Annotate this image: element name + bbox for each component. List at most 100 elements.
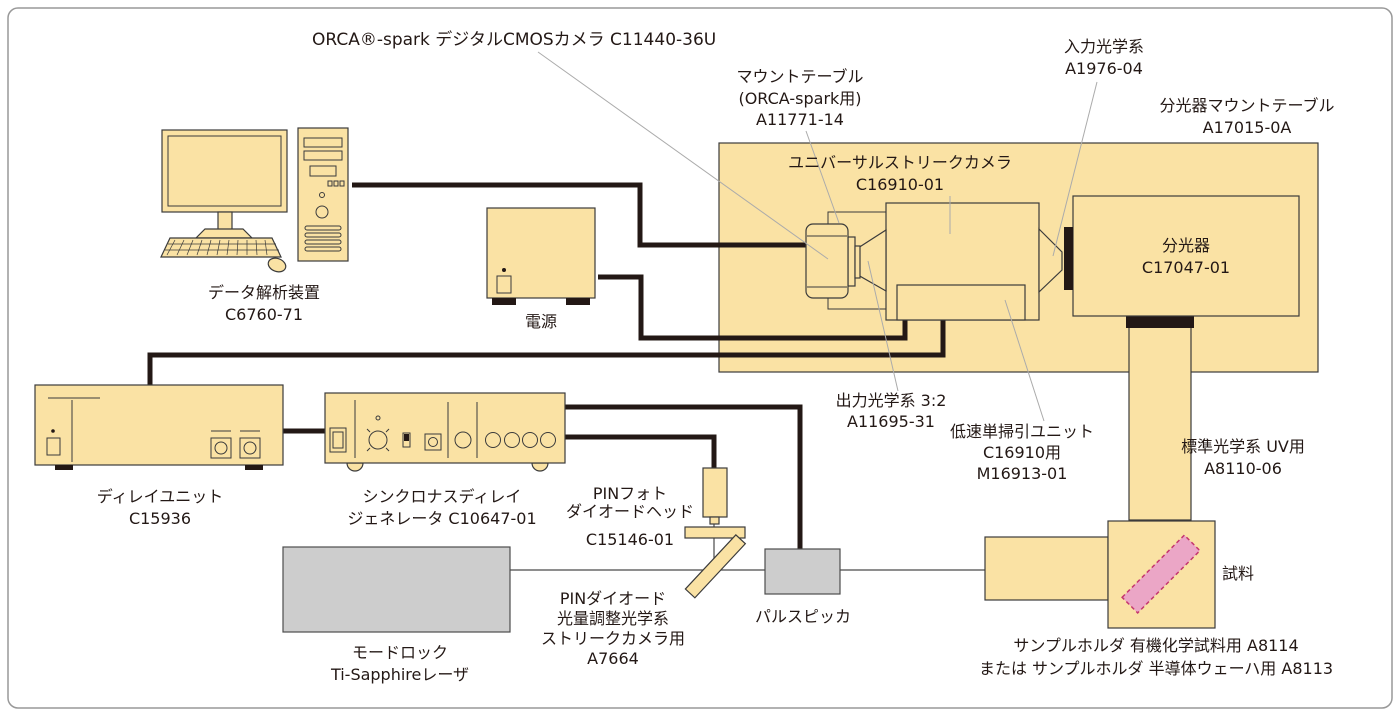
tower-vent-4 <box>304 246 342 252</box>
generator-square-connector <box>424 433 442 451</box>
label-output-optics-2: A11695-31 <box>847 412 935 431</box>
generator-power-switch-inner <box>332 431 344 449</box>
power-supply-switch <box>496 275 512 294</box>
delay-unit-connector-1 <box>210 437 232 459</box>
tower-drive-bay-1 <box>303 137 343 148</box>
label-slow-sweep-1: 低速単掃引ユニット <box>950 422 1094 441</box>
label-pin-diode-1: PINダイオード <box>560 589 666 608</box>
label-pulse-picker: パルスピッカ <box>755 607 851 626</box>
camera-lens-ring-inner <box>854 245 861 279</box>
tower <box>297 127 349 262</box>
computer-group <box>160 127 349 273</box>
label-standard-optics-2: A8110-06 <box>1204 459 1282 478</box>
cable-power-to-streak <box>598 274 908 341</box>
delay-unit-led <box>51 429 55 433</box>
delay-unit-connector-2 <box>239 437 261 459</box>
label-pin-diode-3: ストリークカメラ用 <box>541 629 685 648</box>
pointer-slow-sweep <box>1004 299 1045 422</box>
tower-io-panel <box>309 165 337 177</box>
label-sample-holder-1: サンプルホルダ 有機化学試料用 A8114 <box>1013 636 1298 655</box>
delay-unit-connector-1-pin <box>214 441 228 455</box>
pointer-mount-table <box>805 130 840 224</box>
label-sync-delay-2: ジェネレータ C10647-01 <box>347 509 536 528</box>
label-mount-table-3: A11771-14 <box>756 110 844 129</box>
generator-box <box>324 392 566 464</box>
power-supply-led <box>502 268 506 272</box>
power-supply-group <box>486 207 596 305</box>
streak-camera-assembly <box>805 202 1073 321</box>
sync-delay-generator-group <box>324 392 566 472</box>
label-orca-camera: ORCA®-spark デジタルCMOSカメラ C11440-36U <box>312 29 716 50</box>
generator-connector-2 <box>504 432 520 448</box>
monitor-base <box>194 228 254 239</box>
cable-generator-to-pulse-picker <box>563 404 803 551</box>
tower-port-2 <box>333 180 339 187</box>
pointer-input-optics <box>1052 81 1098 257</box>
label-streak-camera-2: C16910-01 <box>856 175 944 194</box>
monitor-stand <box>217 211 233 231</box>
label-input-optics-2: A1976-04 <box>1065 59 1143 78</box>
label-spectrometer-1: 分光器 <box>1162 236 1210 255</box>
tower-vent-1 <box>304 225 342 231</box>
power-supply-box <box>486 207 596 299</box>
generator-toggle <box>402 432 411 448</box>
camera-lens-ring-outer <box>847 236 856 287</box>
label-laser-2: Ti-Sapphireレーザ <box>330 665 469 684</box>
sample-plate <box>1121 534 1201 614</box>
label-pin-head-3: C15146-01 <box>586 530 674 549</box>
cable-generator-to-pin-head <box>563 434 717 470</box>
beam-splitter <box>684 533 747 599</box>
delay-unit-foot-left <box>55 465 73 470</box>
tower-power-button <box>315 205 329 219</box>
keyboard-keys <box>165 239 279 256</box>
label-sample-holder-2: または サンプルホルダ 半導体ウェーハ用 A8113 <box>979 659 1333 678</box>
label-mount-table-1: マウントテーブル <box>736 67 863 86</box>
labels: ORCA®-spark デジタルCMOSカメラ C11440-36U マウントテ… <box>97 29 1335 684</box>
label-spectrometer-2: C17047-01 <box>1142 258 1230 277</box>
label-spectro-mount-1: 分光器マウントテーブル <box>1159 96 1334 115</box>
laser-box <box>282 546 511 633</box>
label-data-analysis-1: データ解析装置 <box>208 283 320 302</box>
delay-unit-connector-2-pin <box>243 441 257 455</box>
pulse-picker-box <box>764 548 841 595</box>
generator-power-switch <box>329 427 347 453</box>
input-optics-cone <box>1038 227 1063 294</box>
label-pin-head-1: PINフォト <box>593 484 667 503</box>
cables <box>147 182 946 551</box>
generator-connector-1 <box>485 432 501 448</box>
tower-port-3 <box>339 180 345 187</box>
tower-vent-3 <box>304 239 342 245</box>
monitor <box>161 129 288 213</box>
camera-housing-cap-lines <box>807 235 847 288</box>
label-pin-diode-4: A7664 <box>587 649 639 668</box>
generator-foot-left <box>346 462 364 472</box>
generator-indicator <box>375 415 381 421</box>
label-slow-sweep-2: C16910用 <box>983 443 1061 462</box>
label-pointers <box>537 51 1098 422</box>
label-pin-head-2: ダイオードヘッド <box>566 502 694 521</box>
generator-panel-dividers <box>354 400 478 458</box>
label-data-analysis-2: C6760-71 <box>225 305 303 324</box>
generator-toggle-lever <box>404 434 409 441</box>
tower-vent-2 <box>304 232 342 238</box>
keyboard <box>160 237 282 258</box>
pointer-output-optics <box>867 260 899 392</box>
label-pin-diode-2: 光量調整光学系 <box>557 609 669 628</box>
cable-computer-to-camera <box>352 182 806 248</box>
label-spectro-mount-2: A17015-0A <box>1203 118 1292 137</box>
generator-connector-0 <box>454 431 472 449</box>
pointer-orca-camera <box>537 51 829 260</box>
delay-unit-panel-lines <box>48 397 100 462</box>
slow-sweep-unit-box <box>896 284 1026 321</box>
sample-holder-arm <box>984 536 1109 601</box>
label-standard-optics-1: 標準光学系 UV用 <box>1181 437 1305 456</box>
delay-unit-group <box>34 384 284 470</box>
label-sample: 試料 <box>1222 564 1254 583</box>
label-slow-sweep-3: M16913-01 <box>977 464 1068 483</box>
cable-delay-to-streak <box>147 320 946 386</box>
pin-photodiode-group <box>684 467 747 599</box>
pin-head-body <box>702 467 728 518</box>
label-power-supply: 電源 <box>525 312 557 331</box>
tower-reset-button <box>319 192 325 198</box>
